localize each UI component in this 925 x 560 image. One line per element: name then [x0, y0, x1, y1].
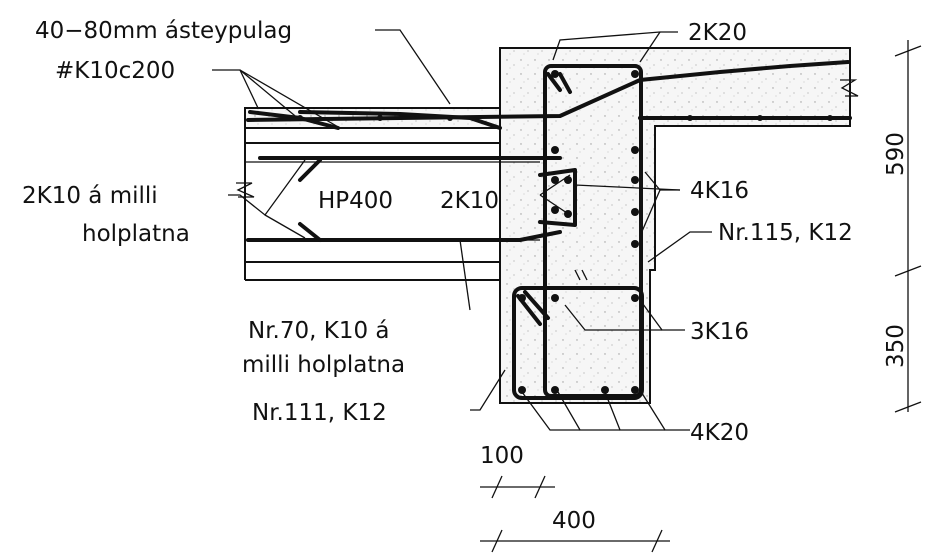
label-tie-2: milli holplatna [242, 352, 405, 378]
dimension-lines [480, 40, 922, 553]
label-topping: 40−80mm ásteypulag [35, 18, 292, 44]
label-slab-bars-2: holplatna [82, 221, 190, 247]
label-top-bars: 2K20 [688, 20, 747, 46]
bar-dots [297, 70, 833, 394]
break-lines [574, 79, 859, 281]
label-stirrup-lower: Nr.111, K12 [252, 400, 387, 426]
label-mesh: #K10c200 [55, 58, 175, 84]
label-mid-bars: 2K10 [440, 188, 499, 214]
label-tie-1: Nr.70, K10 á [248, 318, 390, 344]
label-ledge-bars: 3K16 [690, 319, 749, 345]
label-side-bars: 4K16 [690, 178, 749, 204]
beam-concrete [499, 47, 851, 404]
label-slab-bars-1: 2K10 á milli [22, 183, 158, 209]
dim-beam-width: 400 [552, 508, 596, 534]
dim-ledge-width: 100 [480, 443, 524, 469]
label-stirrup-upper: Nr.115, K12 [718, 220, 853, 246]
leader-lines [212, 29, 712, 431]
label-hollowcore: HP400 [318, 188, 393, 214]
label-bottom-bars: 4K20 [690, 420, 749, 446]
dim-lower-height: 350 [883, 324, 909, 368]
dim-upper-height: 590 [883, 132, 909, 176]
